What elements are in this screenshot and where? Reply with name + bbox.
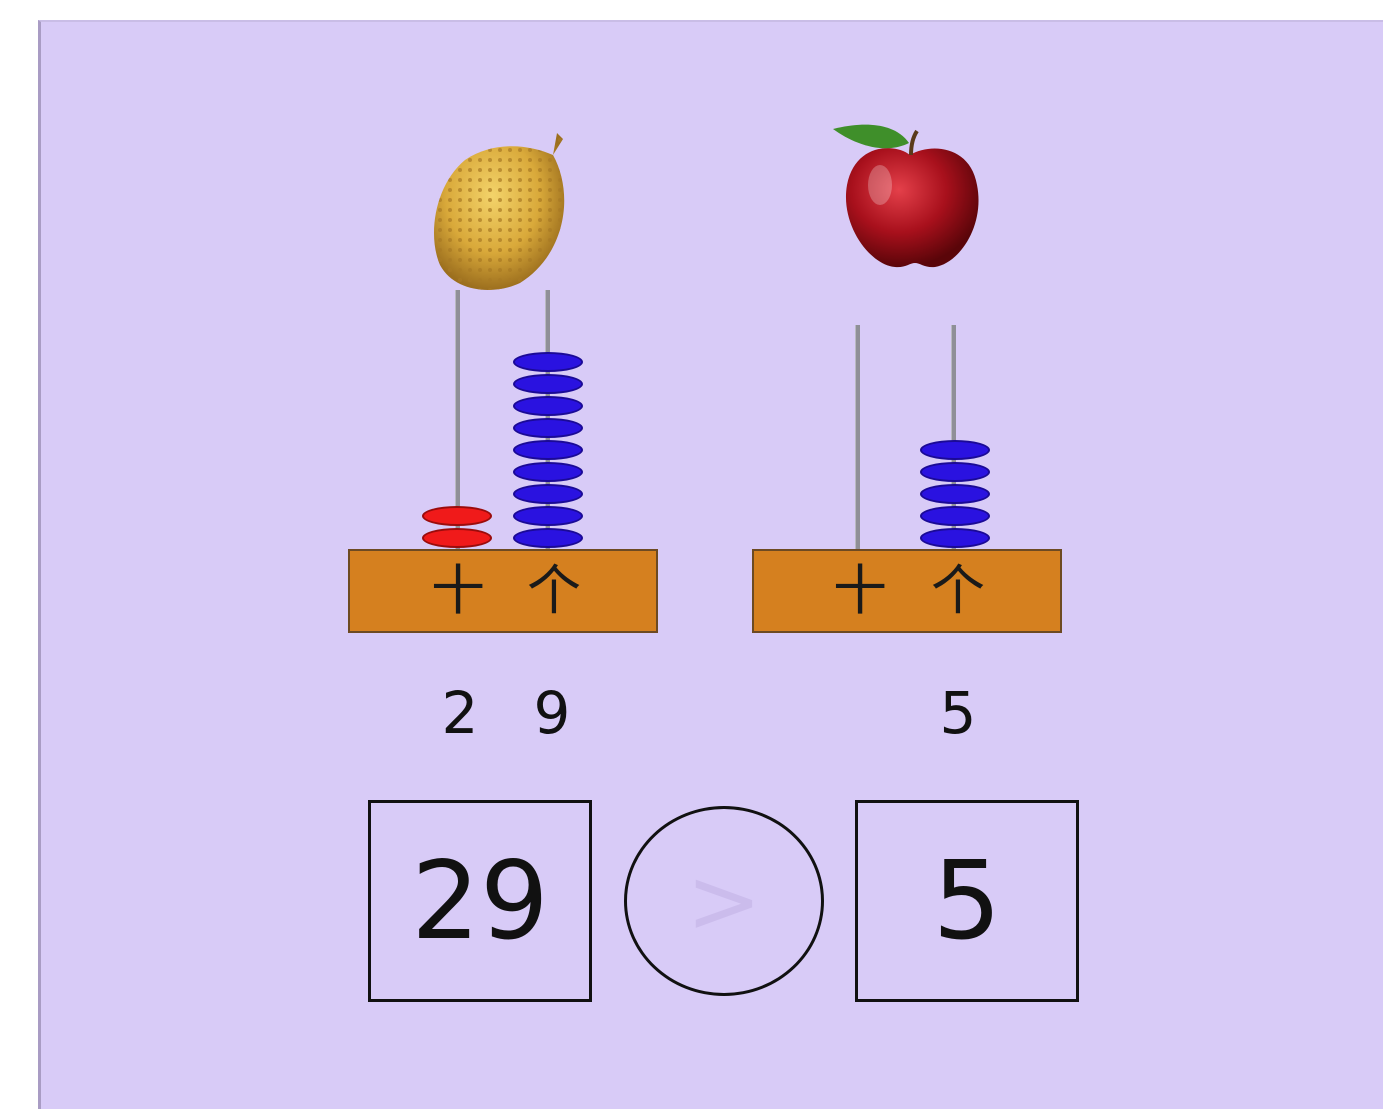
right-number-box: 5 [855,800,1079,1002]
abacus-bead-blue [513,352,583,372]
right-tens-label: 十 [833,559,887,622]
left-number-box: 29 [368,800,592,1002]
abacus-bead-blue [920,506,990,526]
left-abacus-base: 十 个 [348,549,658,633]
abacus-bead-blue [513,396,583,416]
left-tens-rod [455,290,460,552]
abacus-bead-blue [513,462,583,482]
comparison-operator: > [686,848,762,954]
apple-image [833,124,979,268]
right-abacus-base: 十 个 [752,549,1062,633]
right-ones-label: 个 [931,559,985,622]
durian-image [433,133,565,290]
right-number-value: 5 [932,838,1002,964]
right-ones-digit: 5 [939,679,977,747]
abacus-bead-blue [513,528,583,548]
left-ones-digit: 9 [533,679,571,747]
abacus-bead-red [422,528,492,548]
left-number-value: 29 [411,838,549,964]
abacus-bead-blue [513,506,583,526]
abacus-bead-blue [920,462,990,482]
right-tens-rod [855,325,860,552]
abacus-bead-blue [920,484,990,504]
comparison-answer-circle[interactable]: > [624,806,824,996]
abacus-bead-blue [920,528,990,548]
left-tens-label: 十 [431,559,485,622]
abacus-bead-blue [513,418,583,438]
abacus-bead-blue [513,374,583,394]
abacus-bead-blue [513,440,583,460]
left-tens-digit: 2 [441,679,479,747]
left-ones-label: 个 [527,559,581,622]
abacus-bead-blue [513,484,583,504]
abacus-bead-red [422,506,492,526]
abacus-bead-blue [920,440,990,460]
right-ones-rod [951,325,956,552]
